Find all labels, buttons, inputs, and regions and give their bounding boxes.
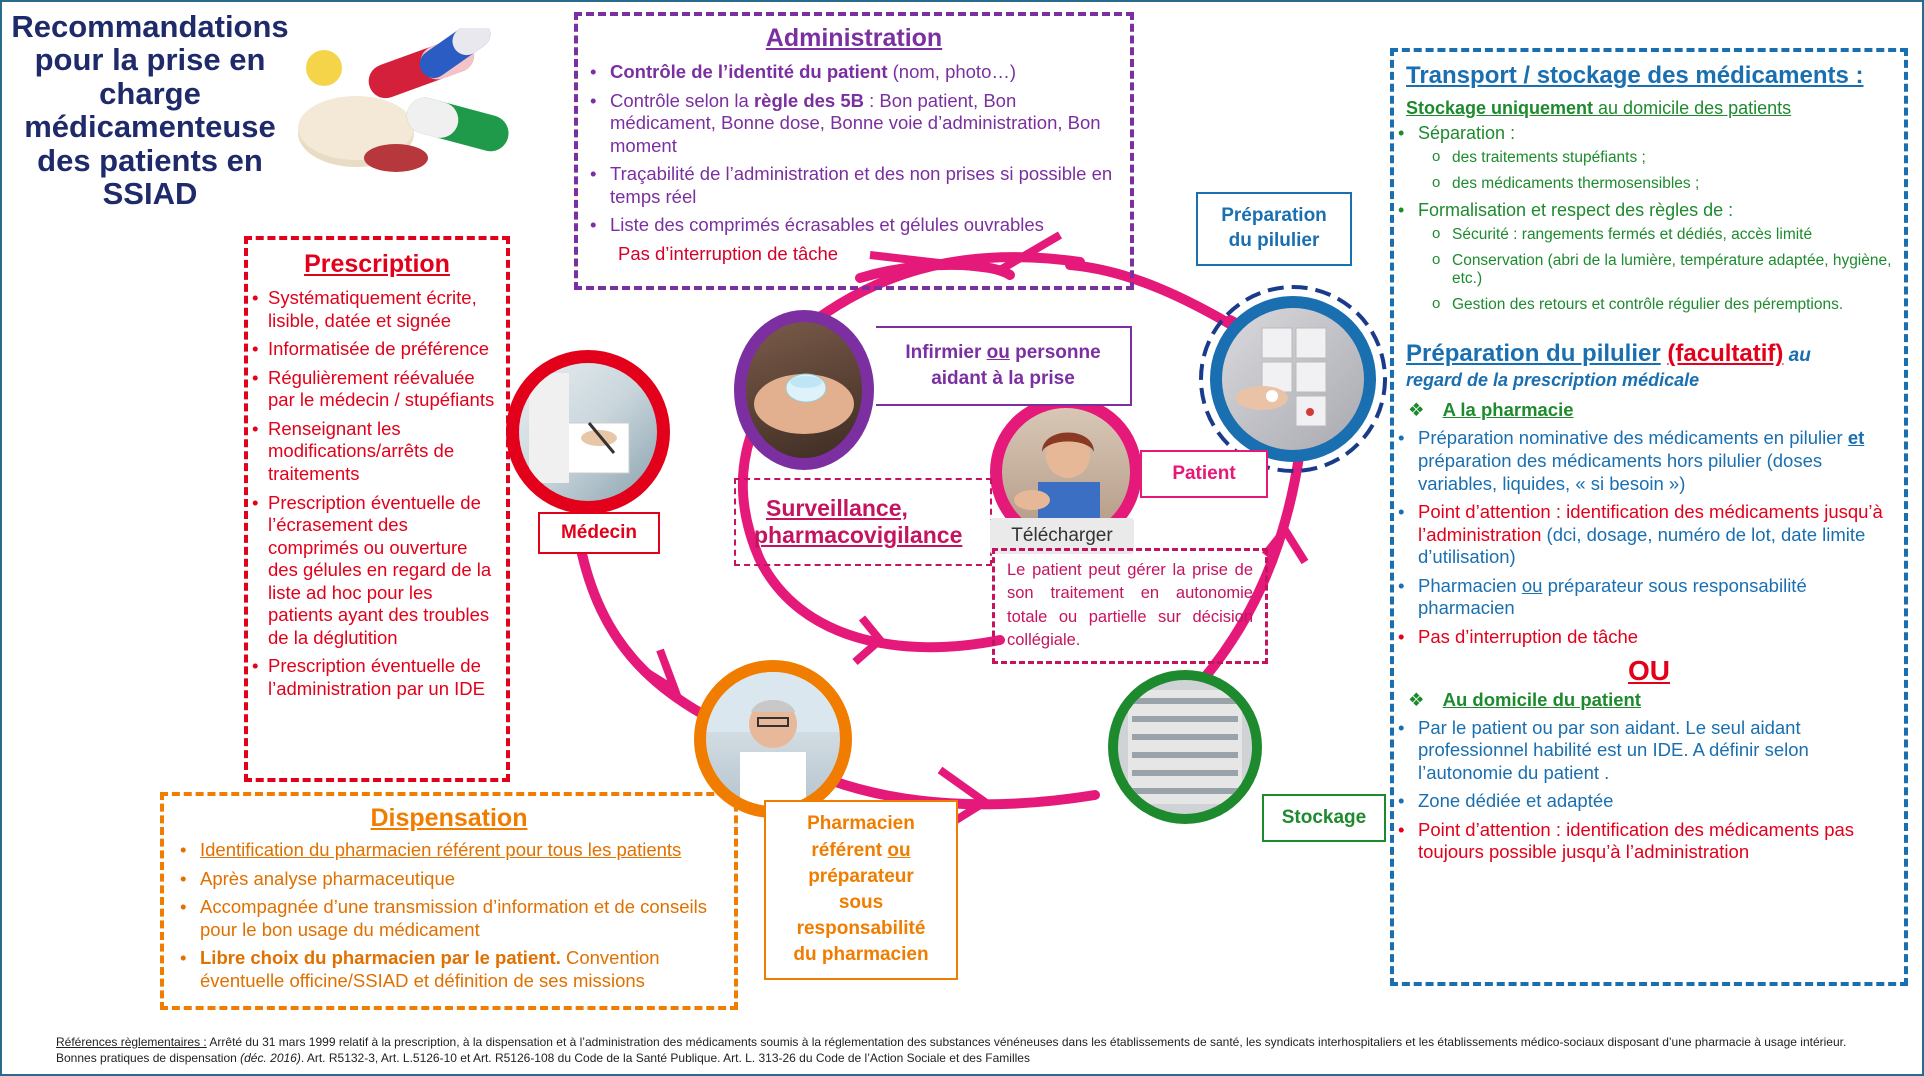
list-item: Séparation : des traitements stupéfiants… (1394, 123, 1896, 193)
dispensation-box: Dispensation Identification du pharmacie… (160, 792, 738, 1010)
administration-box: Administration Contrôle de l’identité du… (574, 12, 1134, 290)
list-item: Contrôle selon la règle des 5B : Bon pat… (586, 90, 1114, 158)
dispensation-list: Identification du pharmacien référent po… (176, 839, 724, 992)
list-item: Pas d’interruption de tâche (1394, 626, 1896, 649)
prescription-list: Systématiquement écrite, lisible, datée … (248, 287, 500, 701)
list-item: des traitements stupéfiants ; (1418, 148, 1896, 168)
dispensation-heading: Dispensation (370, 804, 528, 832)
list-item: Formalisation et respect des règles de :… (1394, 200, 1896, 314)
patient-note-box: Le patient peut gérer la prise de son tr… (992, 548, 1268, 664)
list-item: Libre choix du pharmacien par le patient… (176, 947, 724, 992)
administration-footer: Pas d’interruption de tâche (618, 242, 839, 264)
prescription-box: Prescription Systématiquement écrite, li… (244, 236, 510, 782)
storage-photo (1108, 670, 1262, 824)
node-patient: Patient (1140, 450, 1268, 498)
node-surveillance: Surveillance, pharmacovigilance (734, 478, 992, 566)
transport-list: Séparation : des traitements stupéfiants… (1394, 123, 1896, 314)
list-item: Accompagnée d’une transmission d’informa… (176, 896, 724, 941)
node-pharmacien: Pharmacien référent ou préparateur sous … (764, 800, 958, 980)
domicile-list: Par le patient ou par son aidant. Le seu… (1394, 717, 1896, 864)
node-infirmier: Infirmier ou personne aidant à la prise (876, 326, 1132, 406)
pills-image (296, 20, 514, 178)
nurse-hand-photo (734, 310, 874, 470)
transport-pilulier-box: Transport / stockage des médicaments : S… (1390, 48, 1908, 986)
pilulier-heading: Préparation du pilulier (facultatif) au (1406, 340, 1811, 368)
references-footer: Références règlementaires : Arrêté du 31… (56, 1035, 1847, 1066)
ou-separator: OU (1628, 654, 1670, 686)
list-item: Par le patient ou par son aidant. Le seu… (1394, 717, 1896, 785)
list-item: Traçabilité de l’administration et des n… (586, 163, 1114, 208)
list-item: Liste des comprimés écrasables et gélule… (586, 214, 1114, 237)
transport-heading: Transport / stockage des médicaments : (1406, 62, 1864, 89)
pill-box-dashed-ring (1199, 285, 1387, 473)
pharmacist-photo (694, 660, 852, 818)
doctor-photo (506, 350, 670, 514)
list-item: Identification du pharmacien référent po… (176, 839, 724, 862)
list-item: Après analyse pharmaceutique (176, 868, 724, 891)
domicile-label: ❖Au domicile du patient (1408, 688, 1641, 710)
pharmacie-list: Préparation nominative des médicaments e… (1394, 427, 1896, 648)
stockage-line: Stockage uniquement au domicile des pati… (1406, 98, 1792, 118)
node-preparation-pilulier: Préparation du pilulier (1196, 192, 1352, 266)
pilulier-subtitle: regard de la prescription médicale (1406, 370, 1700, 391)
list-item: Préparation nominative des médicaments e… (1394, 427, 1896, 495)
list-item: Régulièrement réévaluée par le médecin /… (248, 367, 500, 412)
node-stockage: Stockage (1262, 794, 1386, 842)
list-item: Conservation (abri de la lumière, tempér… (1418, 251, 1896, 289)
list-item: des médicaments thermosensibles ; (1418, 174, 1896, 194)
administration-heading: Administration (765, 24, 943, 52)
list-item: Gestion des retours et contrôle régulier… (1418, 295, 1896, 315)
list-item: Contrôle de l’identité du patient (nom, … (586, 61, 1114, 84)
prescription-heading: Prescription (304, 250, 450, 278)
list-item: Prescription éventuelle de l’administrat… (248, 655, 500, 700)
page-title: Recommandations pour la prise en charge … (11, 9, 289, 212)
list-item: Zone dédiée et adaptée (1394, 790, 1896, 813)
list-item: Sécurité : rangements fermés et dédiés, … (1418, 225, 1896, 245)
pharmacie-label: ❖A la pharmacie (1408, 399, 1574, 421)
list-item: Pharmacien ou préparateur sous responsab… (1394, 575, 1896, 620)
diamond-bullet-icon: ❖ (1408, 399, 1425, 421)
list-item: Point d’attention : identification des m… (1394, 819, 1896, 864)
node-medecin: Médecin (538, 512, 660, 554)
diamond-bullet-icon: ❖ (1408, 688, 1425, 710)
list-item: Point d’attention : identification des m… (1394, 501, 1896, 569)
list-item: Renseignant les modifications/arrêts de … (248, 418, 500, 486)
list-item: Prescription éventuelle de l’écrasement … (248, 492, 500, 650)
list-item: Systématiquement écrite, lisible, datée … (248, 287, 500, 332)
administration-list: Contrôle de l’identité du patient (nom, … (586, 61, 1114, 237)
list-item: Informatisée de préférence (248, 338, 500, 361)
